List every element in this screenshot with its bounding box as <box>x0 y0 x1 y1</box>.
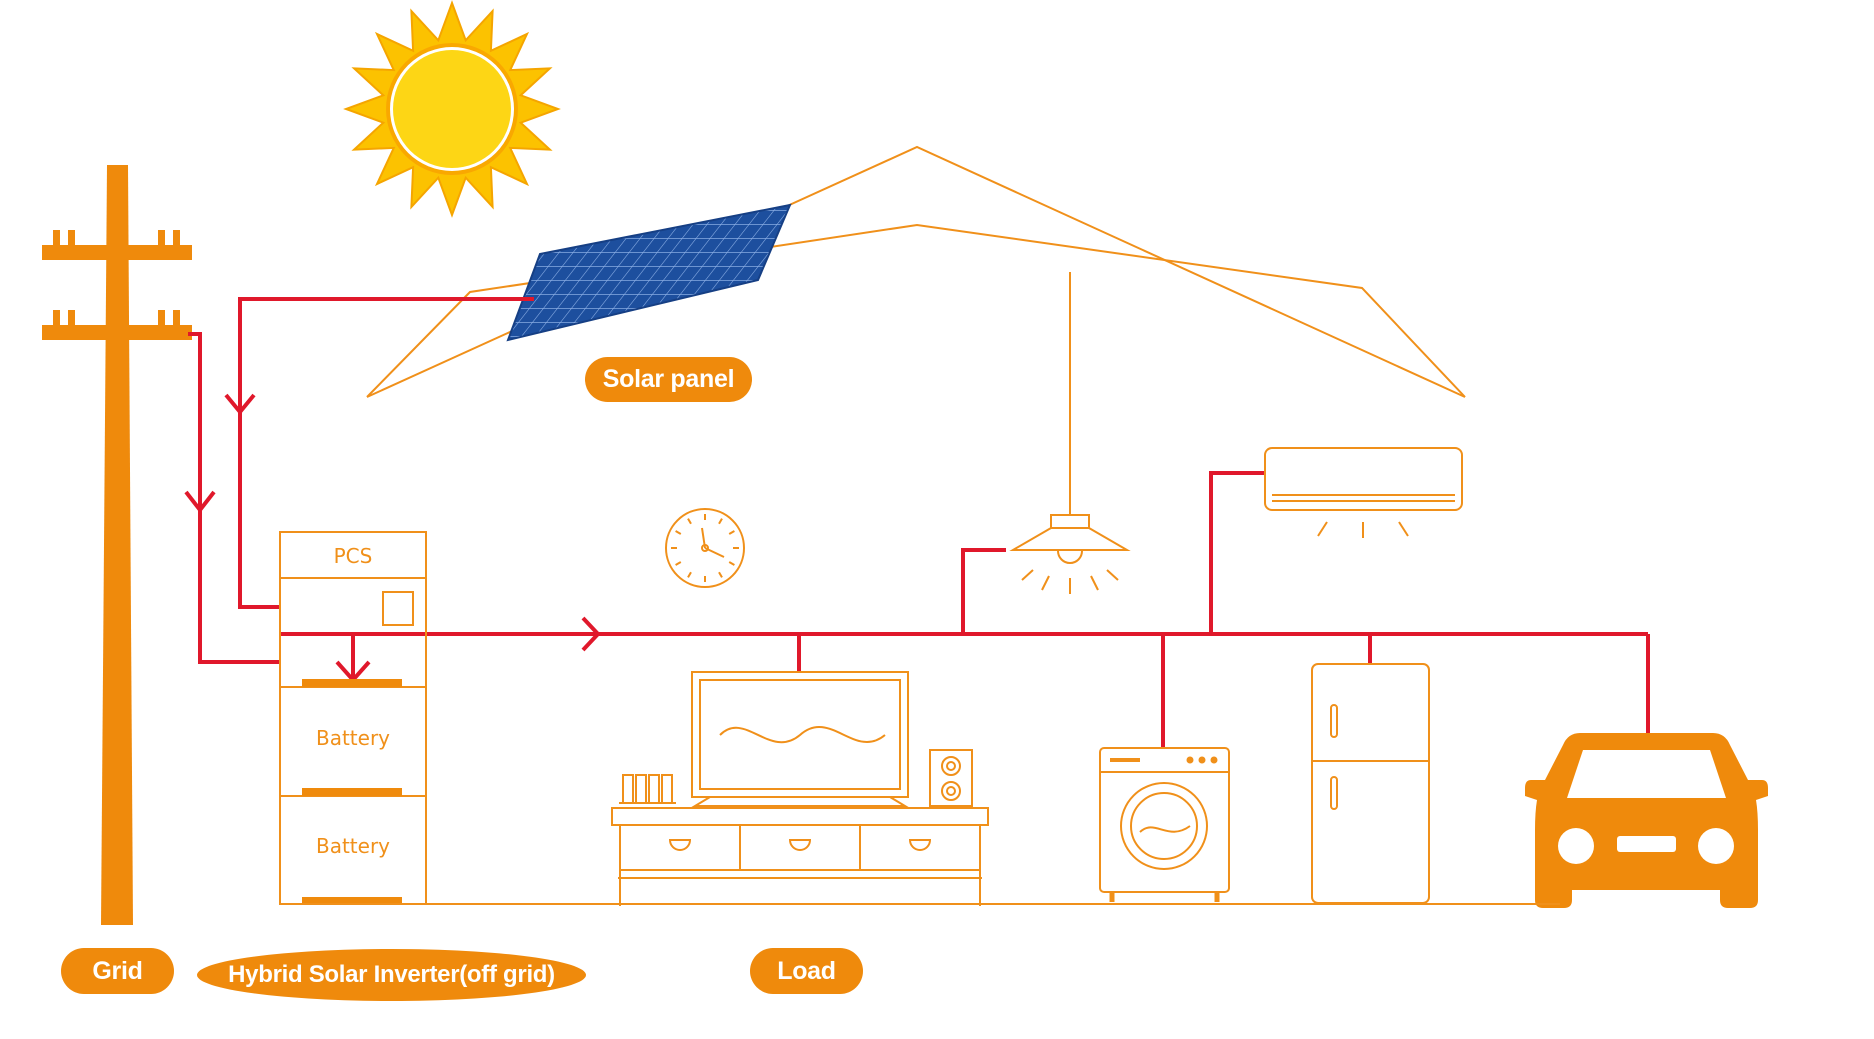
inverter-label: Hybrid Solar Inverter(off grid) <box>197 949 586 1001</box>
wall-clock-icon <box>665 508 745 588</box>
solar-panel-icon <box>506 203 792 342</box>
clock-tick <box>718 571 723 578</box>
utility-pole-icon <box>42 165 192 925</box>
speaker-icon <box>929 749 973 807</box>
clock-tick <box>687 571 692 578</box>
clock-tick <box>718 518 723 525</box>
clock-tick <box>675 530 682 535</box>
clock-tick <box>728 561 735 566</box>
battery-terminals <box>302 679 402 905</box>
power-wires <box>188 297 1650 748</box>
air-conditioner-icon <box>1264 447 1463 538</box>
tv-cabinet-icon <box>611 807 989 906</box>
decor-jars-icon <box>619 774 676 804</box>
battery-label-2: Battery <box>316 834 390 858</box>
car-icon <box>1525 733 1768 908</box>
load-label: Load <box>750 948 863 994</box>
television-icon <box>691 671 909 807</box>
clock-tick <box>675 561 682 566</box>
sun-icon <box>343 0 561 218</box>
pendant-lamp-icon <box>1009 514 1131 594</box>
battery-label-1: Battery <box>316 726 390 750</box>
clock-tick <box>728 530 735 535</box>
solar-panel-label: Solar panel <box>585 357 752 402</box>
grid-label: Grid <box>61 948 174 994</box>
clock-tick <box>687 518 692 525</box>
refrigerator-icon <box>1311 663 1430 904</box>
flow-arrows <box>184 393 601 684</box>
washing-machine-icon <box>1099 747 1230 902</box>
pcs-label: PCS <box>334 544 373 568</box>
